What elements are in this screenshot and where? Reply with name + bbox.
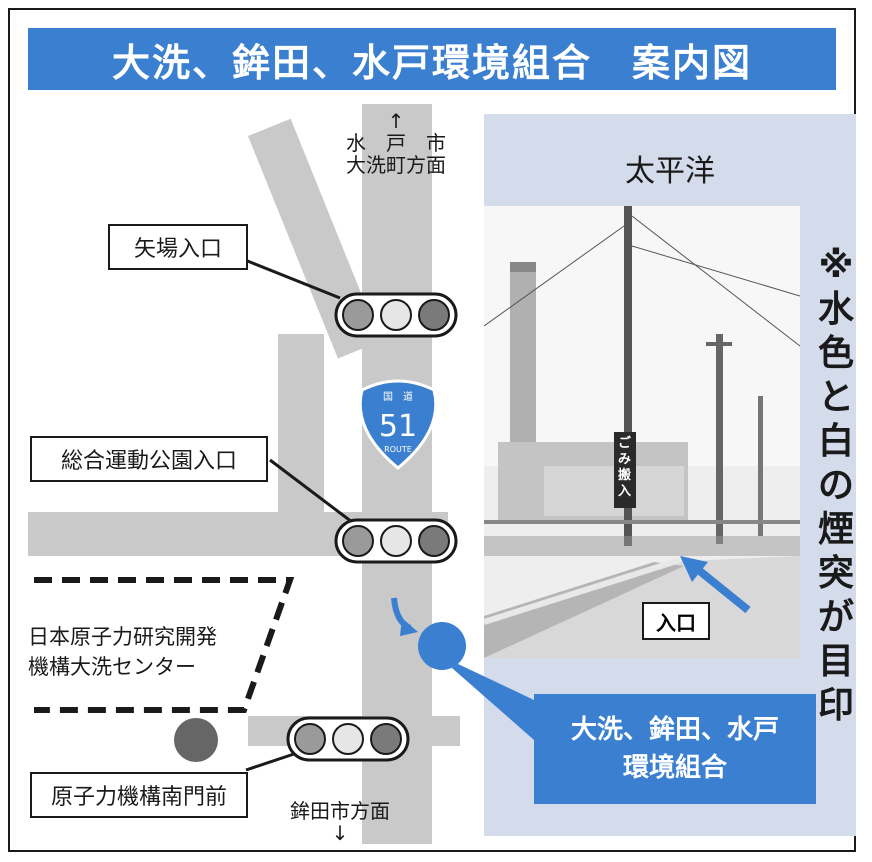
jaea-label-line2: 機構大洗センター xyxy=(28,655,196,679)
connector-sports-park xyxy=(269,458,353,524)
shield-bottom-text: ROUTE xyxy=(384,445,412,454)
photo-sign-text: ごみ搬入 xyxy=(618,436,632,499)
traffic-light-south-gate xyxy=(286,716,410,762)
connector-south-gate xyxy=(245,750,301,772)
jaea-boundary xyxy=(34,577,295,713)
site-photo-illustration xyxy=(484,206,800,658)
traffic-light-yaba xyxy=(334,292,458,338)
turn-arrow-icon xyxy=(391,597,418,636)
north-direction: ↑ 水 戸 市 大洗町方面 xyxy=(328,110,464,176)
shield-top-text: 国 道 xyxy=(383,390,413,403)
ocean-label: 太平洋 xyxy=(625,154,715,189)
destination-label: 大洗、鉾田、水戸 環境組合 xyxy=(534,694,816,804)
destination-line1: 大洗、鉾田、水戸 xyxy=(570,715,779,745)
sports-park-entrance-label: 総合運動公園入口 xyxy=(30,436,268,482)
traffic-light-sports-park xyxy=(334,518,458,564)
destination-pointer xyxy=(452,664,534,740)
south-direction: 鉾田市方面 ↓ xyxy=(272,800,408,844)
north-direction-line2: 大洗町方面 xyxy=(346,153,446,177)
page-title: 大洗、鉾田、水戸環境組合 案内図 xyxy=(28,28,836,90)
south-arrow-icon: ↓ xyxy=(331,821,349,845)
connector-yaba xyxy=(239,256,341,300)
site-photo: ごみ搬入 xyxy=(484,206,800,658)
jaea-label-line1: 日本原子力研究開発 xyxy=(28,625,217,649)
yaba-entrance-label: 矢場入口 xyxy=(108,224,248,270)
photo-entry-label: 入口 xyxy=(642,602,710,640)
jaea-label: 日本原子力研究開発 機構大洗センター xyxy=(28,622,217,682)
north-direction-line1: 水 戸 市 xyxy=(346,131,446,155)
destination-marker xyxy=(418,622,466,670)
jaea-south-gate-label: 原子力機構南門前 xyxy=(30,772,248,818)
shield-number: 51 xyxy=(379,409,417,444)
chimney-note: ※水色と白の煙突が目印 xyxy=(817,245,854,726)
north-arrow-icon: ↑ xyxy=(387,109,405,133)
route-51-shield: 国 道 51 ROUTE xyxy=(358,379,438,470)
landmark-circle xyxy=(174,718,218,762)
south-direction-text: 鉾田市方面 xyxy=(290,799,390,823)
diagonal-road-lower xyxy=(278,334,324,544)
destination-line2: 環境組合 xyxy=(622,753,727,783)
